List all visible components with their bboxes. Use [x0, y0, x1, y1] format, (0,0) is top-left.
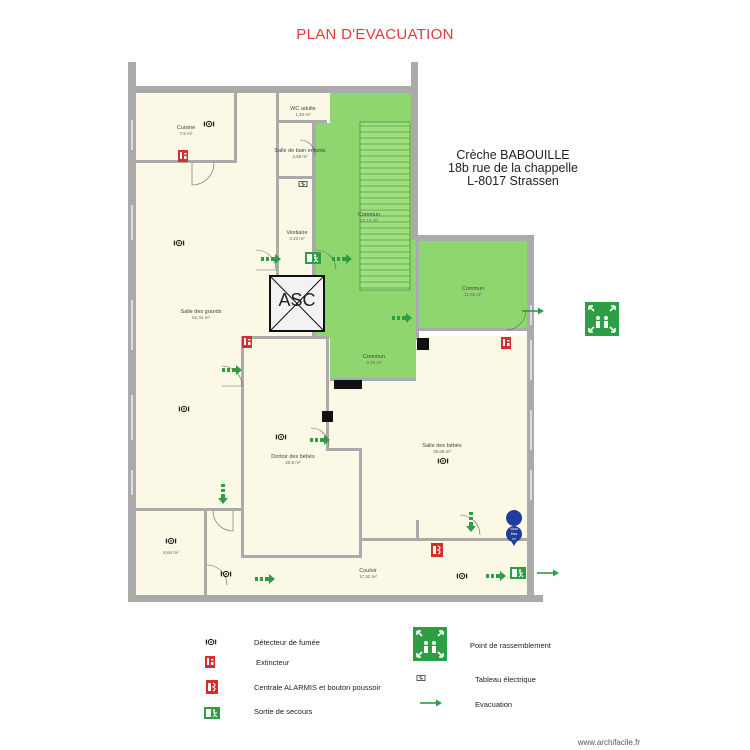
- dortoir-step-wall: [326, 448, 362, 451]
- legend-extinguisher-icon: [205, 656, 215, 668]
- address-name: Crèche BABOUILLE: [456, 148, 570, 162]
- address-city: L-8017 Strassen: [467, 174, 559, 188]
- dortoir-west-wall: [241, 336, 244, 558]
- north-east-wall: [411, 62, 418, 240]
- salle-bebes-partition: [416, 520, 419, 540]
- legend-evacuation-icon: [420, 699, 442, 707]
- small-room-north-wall: [136, 508, 206, 511]
- commun-right-west-wall: [416, 240, 419, 340]
- bath-south-wall: [279, 176, 315, 179]
- dortoir-east-wall-2: [359, 448, 362, 558]
- columns: [322, 338, 429, 422]
- evacuation-line-arrow-icon: [537, 569, 559, 577]
- dortoir-north-wall: [241, 336, 329, 339]
- wc-south-wall: [279, 120, 327, 123]
- extinguisher-icon: [178, 150, 188, 162]
- cuisine-east-wall: [234, 93, 237, 163]
- legend-exit-sign-icon: [203, 706, 221, 720]
- emergency-exit-sign-icon: [304, 251, 322, 265]
- legend-exit-label: Sortie de secours: [254, 707, 313, 716]
- vestiaire-east-wall: [312, 120, 316, 338]
- commun-right-fill: [418, 240, 528, 328]
- commun-right-top-wall: [416, 235, 534, 241]
- elevator-shaft: [269, 275, 325, 332]
- svg-text:êtes: êtes: [511, 532, 518, 536]
- staircase: [359, 121, 411, 291]
- windows: [131, 120, 532, 500]
- legend-alarm-icon: [205, 679, 219, 695]
- legend-panel-icon: [416, 675, 426, 681]
- dortoir-east-wall: [326, 336, 329, 448]
- legend-extinguisher-label: Extincteur: [256, 658, 290, 667]
- legend-panel-label: Tableau électrique: [475, 675, 536, 684]
- vestiaire-west-wall: [276, 93, 279, 275]
- dortoir-south-wall: [244, 555, 362, 558]
- small-room-east-wall: [204, 508, 207, 595]
- couloir-top-wall: [207, 508, 241, 511]
- watermark: www.archifacile.fr: [577, 738, 640, 747]
- emergency-exit-sign-icon: [509, 566, 527, 580]
- legend-smoke-detector-icon: [205, 638, 217, 646]
- stair-steps: [360, 125, 410, 289]
- address-block: Crèche BABOUILLE 18b rue de la chappelle…: [418, 149, 608, 188]
- extinguisher-icon: [501, 337, 511, 349]
- address-street: 18b rue de la chappelle: [448, 161, 578, 175]
- assembly-point-icon: [584, 301, 620, 337]
- legend-smoke-label: Détecteur de fumée: [254, 638, 320, 647]
- page-title: PLAN D'EVACUATION: [296, 26, 454, 43]
- legend-icons: [203, 626, 448, 720]
- south-outer-wall: [128, 595, 543, 602]
- north-outer-wall: [128, 86, 418, 93]
- room-label-small-room: 8,64 m²: [163, 550, 179, 555]
- extinguisher-icon: [242, 336, 252, 348]
- legend-assembly-label: Point de rassemblement: [470, 641, 551, 650]
- salle-bebes-south-wall: [362, 538, 528, 541]
- legend-assembly-icon: [412, 626, 448, 662]
- commun-right-bottom-wall: [416, 328, 528, 331]
- legend-evacuation-label: Evacuation: [475, 700, 513, 709]
- you-are-here-marker: Vous êtes ici: [506, 510, 523, 546]
- svg-text:Vous: Vous: [510, 527, 518, 531]
- legend-alarm-label: Centrale ALARMIS et bouton poussoir: [254, 683, 381, 692]
- commun-bottom-south-wall: [330, 378, 416, 381]
- svg-text:ici: ici: [512, 537, 516, 541]
- alarm-panel-icon: [430, 542, 444, 558]
